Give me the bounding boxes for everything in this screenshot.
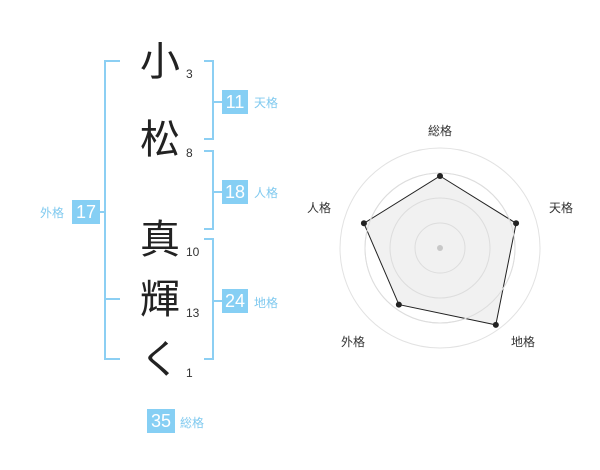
stroke-count-1: 3 bbox=[186, 67, 193, 81]
chikaku-label: 地格 bbox=[254, 296, 279, 310]
gaikaku-value-badge: 17 bbox=[72, 200, 100, 224]
radar-point-4 bbox=[395, 301, 402, 308]
gaikaku-bracket-vertical bbox=[104, 60, 106, 360]
gaikaku-bracket-mid-tick bbox=[104, 298, 120, 300]
radar-point-3 bbox=[492, 321, 499, 328]
gaikaku-bracket-top bbox=[104, 60, 120, 62]
stroke-count-3: 10 bbox=[186, 245, 200, 259]
radar-axis-label-soukaku: 総格 bbox=[428, 124, 453, 138]
soukaku-label: 総格 bbox=[180, 416, 205, 430]
chikaku-value-badge: 24 bbox=[222, 289, 248, 313]
radar-inner-ring-2 bbox=[389, 197, 491, 299]
gaikaku-label: 外格 bbox=[40, 206, 65, 220]
tenkaku-bracket-vertical bbox=[212, 60, 214, 140]
radar-point-1 bbox=[437, 173, 443, 179]
stroke-count-2: 8 bbox=[186, 146, 193, 160]
stroke-count-4: 13 bbox=[186, 306, 200, 320]
radar-center-dot bbox=[437, 245, 443, 251]
jinkaku-label: 人格 bbox=[254, 186, 279, 200]
gaikaku-bracket-bottom bbox=[104, 358, 120, 360]
radar-point-5 bbox=[360, 220, 367, 227]
jinkaku-bracket-vertical bbox=[212, 150, 214, 230]
name-char-1: 小 bbox=[140, 39, 180, 85]
stroke-count-5: 1 bbox=[186, 366, 193, 380]
tenkaku-bracket-bottom bbox=[204, 138, 214, 140]
chikaku-bracket-vertical bbox=[212, 238, 214, 360]
radar-axis-label-tenkaku: 天格 bbox=[549, 201, 574, 215]
tenkaku-bracket-top bbox=[204, 60, 214, 62]
gaikaku-connector bbox=[100, 211, 106, 213]
name-char-2: 松 bbox=[140, 117, 180, 163]
tenkaku-connector bbox=[212, 101, 222, 103]
chikaku-connector bbox=[212, 300, 222, 302]
radar-point-2 bbox=[513, 220, 520, 227]
jinkaku-value-badge: 18 bbox=[222, 180, 248, 204]
radar-axis-label-jinkaku: 人格 bbox=[307, 201, 332, 215]
chikaku-bracket-top bbox=[204, 238, 214, 240]
tenkaku-label: 天格 bbox=[254, 96, 279, 110]
jinkaku-bracket-top bbox=[204, 150, 214, 152]
radar-inner-ring-1 bbox=[414, 222, 466, 274]
soukaku-value-badge: 35 bbox=[147, 409, 175, 433]
jinkaku-bracket-bottom bbox=[204, 228, 214, 230]
name-char-3: 真 bbox=[140, 217, 180, 263]
chikaku-bracket-bottom bbox=[204, 358, 214, 360]
name-char-5: く bbox=[140, 337, 180, 383]
jinkaku-connector bbox=[212, 191, 222, 193]
radar-axis-label-gaikaku: 外格 bbox=[341, 335, 366, 349]
radar-axis-label-chikaku: 地格 bbox=[511, 335, 536, 349]
name-char-4: 輝 bbox=[140, 277, 180, 323]
tenkaku-value-badge: 11 bbox=[222, 90, 248, 114]
